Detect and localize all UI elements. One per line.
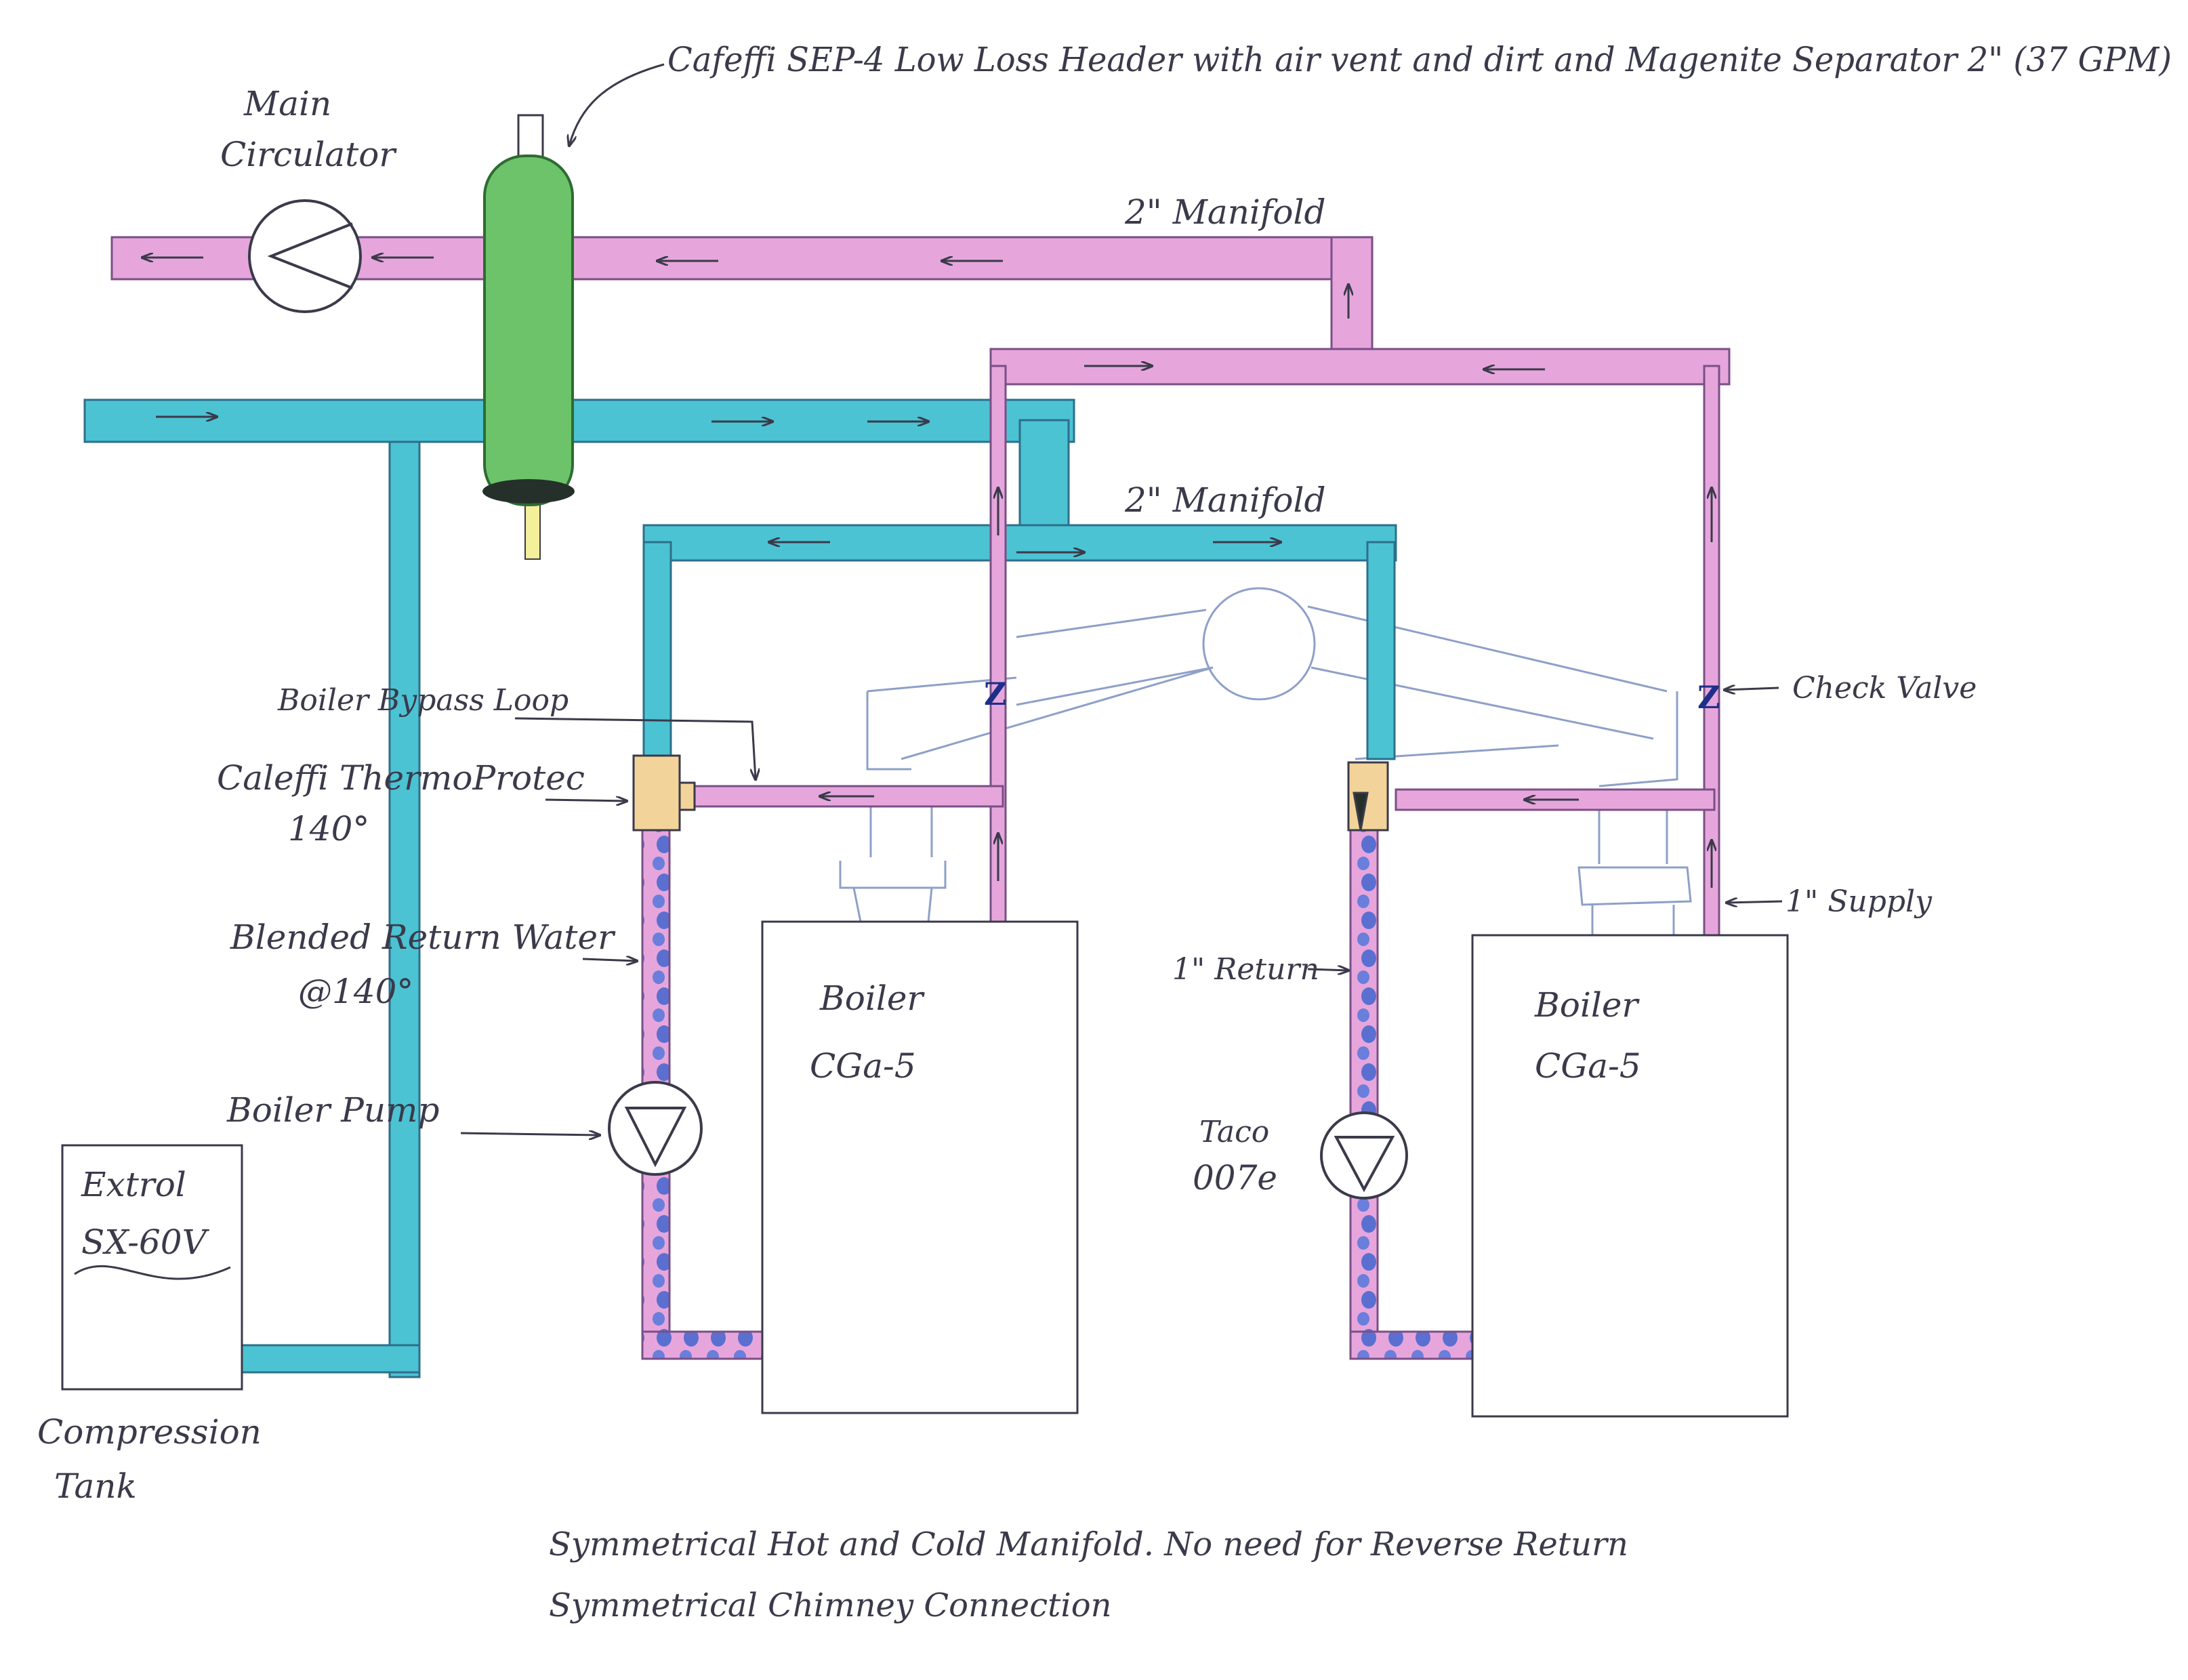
cold-branch-left bbox=[642, 541, 672, 760]
blended-temp-label: @140° bbox=[298, 972, 413, 1011]
thermoprotec-left bbox=[632, 754, 696, 832]
taco-label: Taco bbox=[1199, 1115, 1269, 1149]
footnote-line-2: Symmetrical Chimney Connection bbox=[549, 1586, 1112, 1624]
header-callout-label: Cafeffi SEP-4 Low Loss Header with air v… bbox=[667, 40, 2172, 79]
cold-manifold bbox=[642, 524, 1397, 562]
thermoprotec-leader bbox=[545, 800, 627, 801]
cold-tank-feed bbox=[236, 1344, 421, 1374]
header-callout-leader bbox=[569, 63, 665, 146]
thermoprotec-label: Caleffi ThermoProtec bbox=[217, 758, 585, 798]
check-valve-icon: Z bbox=[984, 676, 1007, 712]
hot-riser bbox=[1330, 236, 1374, 364]
blended-return-label: Blended Return Water bbox=[230, 918, 616, 957]
pump-leader bbox=[460, 1133, 600, 1135]
return-leader bbox=[1307, 969, 1348, 970]
low-loss-header bbox=[482, 114, 575, 560]
hot-manifold-label: 2" Manifold bbox=[1124, 192, 1326, 232]
bypass-leader bbox=[514, 717, 756, 779]
flow-arrows bbox=[142, 258, 1712, 888]
cold-manifold-label: 2" Manifold bbox=[1124, 480, 1326, 520]
boiler-pump-right-icon bbox=[1320, 1111, 1408, 1200]
cold-piping bbox=[83, 398, 1397, 1378]
cold-tank-drop bbox=[388, 441, 421, 1378]
taco-model-label: 007e bbox=[1193, 1158, 1277, 1197]
boiler-left-model: CGa-5 bbox=[810, 1046, 916, 1086]
main-circulator-label: Circulator bbox=[220, 135, 397, 174]
chimney-circle bbox=[1202, 587, 1316, 701]
supply-leader bbox=[1727, 901, 1783, 903]
tank-model-label: SX-60V bbox=[81, 1223, 210, 1262]
thermoprotec-temp-label: 140° bbox=[288, 809, 369, 848]
return-foot-left bbox=[641, 1330, 766, 1360]
footnote-line-1: Symmetrical Hot and Cold Manifold. No ne… bbox=[549, 1525, 1628, 1563]
compression-tank-label: Tank bbox=[54, 1467, 137, 1506]
check-valve-leader bbox=[1725, 688, 1779, 690]
return-foot-right bbox=[1349, 1330, 1474, 1360]
boiler-pump-left-icon bbox=[608, 1081, 703, 1176]
callout-leaders bbox=[460, 63, 1783, 1135]
cold-branch-right bbox=[1366, 541, 1396, 760]
return-leg-right bbox=[1349, 829, 1379, 1353]
chimney-sketch bbox=[839, 587, 1692, 935]
boiler-right-model: CGa-5 bbox=[1535, 1046, 1641, 1086]
supply-label: 1" Supply bbox=[1786, 884, 1933, 919]
check-valve-icon: Z bbox=[1697, 679, 1720, 716]
tank-model-label: Extrol bbox=[81, 1165, 186, 1204]
boiler-left-label: Boiler bbox=[819, 979, 925, 1018]
boiler-pump-label: Boiler Pump bbox=[226, 1090, 439, 1130]
blended-leader bbox=[582, 959, 637, 961]
cold-manifold-drop bbox=[1018, 419, 1070, 544]
bypass-loop-label: Boiler Bypass Loop bbox=[277, 683, 569, 718]
return-label: 1" Return bbox=[1172, 952, 1319, 987]
thermoprotec-right bbox=[1347, 761, 1389, 832]
boiler-right bbox=[1471, 934, 1789, 1418]
main-circulator-icon bbox=[248, 199, 362, 313]
compression-tank bbox=[61, 1144, 243, 1391]
header-body bbox=[483, 155, 574, 506]
boiler-left bbox=[761, 920, 1079, 1414]
boiler-right-label: Boiler bbox=[1534, 985, 1640, 1025]
compression-tank-label: Compression bbox=[37, 1412, 262, 1452]
main-circulator-label: Main bbox=[243, 84, 331, 123]
check-valve-label: Check Valve bbox=[1792, 671, 1977, 705]
